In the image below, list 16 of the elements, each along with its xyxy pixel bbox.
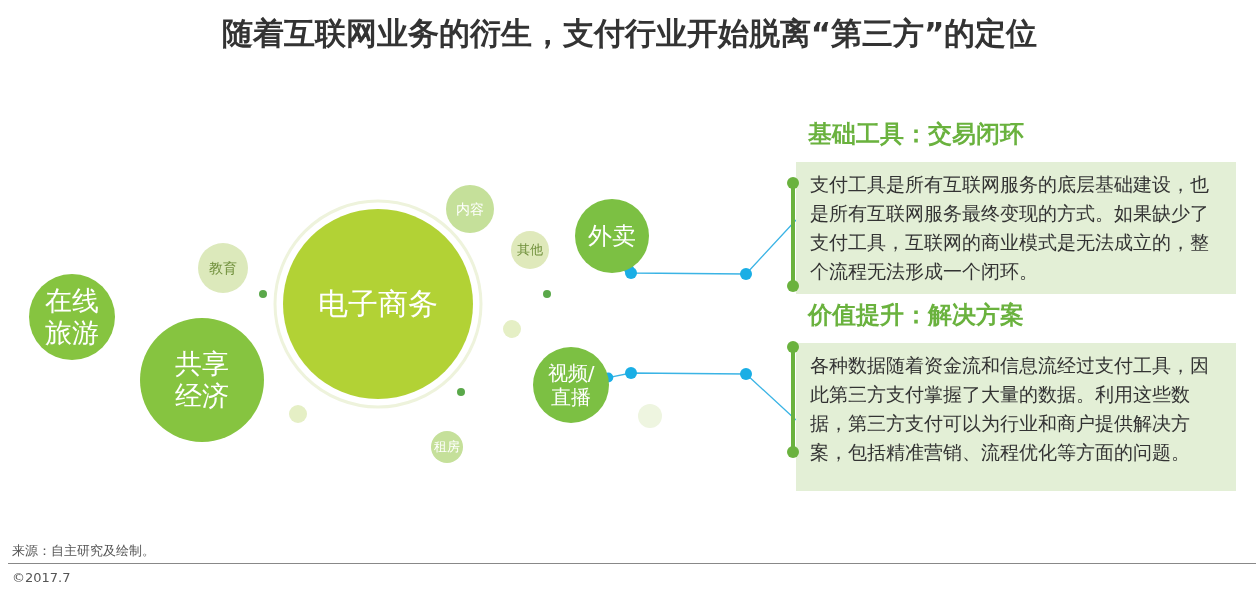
bubble-label: 租房 <box>433 439 461 455</box>
bubble-label: 内容 <box>455 200 485 218</box>
bubble-label: 视频/直播 <box>546 361 596 409</box>
bubble-label: 在线旅游 <box>44 284 100 350</box>
bubble-label: 外卖 <box>587 221 637 251</box>
bubble-label: 共享经济 <box>174 347 230 413</box>
panel-text: 各种数据随着资金流和信息流经过支付工具，因此第三方支付掌握了大量的数据。利用这些数据，第三方支付可以为行业和商户提供解决方案，包括精准营销、流程优化等方面的问题。 <box>810 353 1210 465</box>
title: 随着互联网业务的衍生，支付行业开始脱离“第三方”的定位 <box>220 14 1039 53</box>
panel-heading: 基础工具：交易闭环 <box>808 119 1024 150</box>
panel-text: 支付工具是所有互联网服务的底层基础建设，也是所有互联网服务最终变现的方式。如果缺少了支付工具，互联网的商业模式是无法成立的，整个流程无法形成一个闭环。 <box>810 172 1210 284</box>
bubble-label: 电子商务 <box>317 286 439 322</box>
source-note: 来源：自主研究及绘制。 <box>12 542 155 560</box>
bubble-label: 其他 <box>516 242 544 258</box>
bubble-label: 教育 <box>208 259 238 277</box>
panel-heading: 价值提升：解决方案 <box>808 300 1024 331</box>
copyright-note: ©2017.7 <box>12 569 71 587</box>
